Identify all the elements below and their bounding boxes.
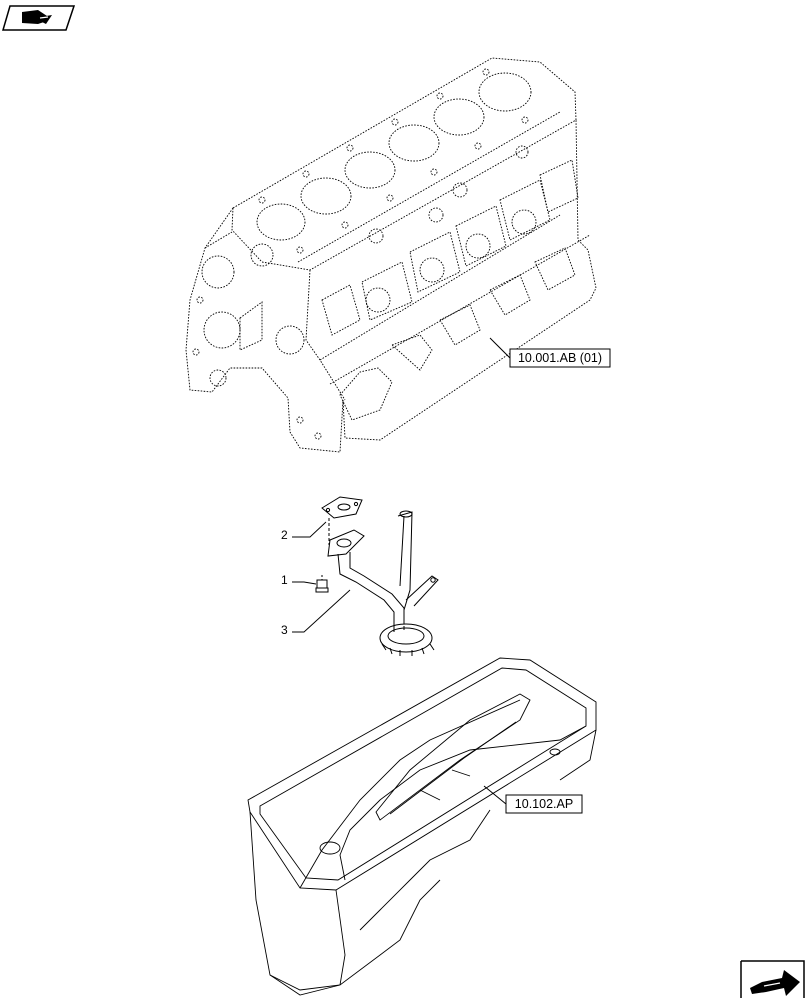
callout-1[interactable]: 1: [281, 573, 317, 587]
next-page-button[interactable]: [740, 960, 805, 1000]
oil-suction-pipe-part: [327, 510, 439, 656]
callout-3[interactable]: 3: [281, 589, 351, 637]
gasket-part: [321, 496, 363, 545]
engine-block-drawing: [185, 57, 597, 453]
callout-2[interactable]: 2: [281, 521, 327, 542]
engine-block-reference[interactable]: 10.001.AB (01): [489, 337, 611, 368]
previous-page-arrow-icon: [22, 10, 52, 24]
oil-pan-reference[interactable]: 10.102.AP: [483, 785, 583, 814]
callout-2-number: 2: [281, 528, 288, 542]
oil-pan-reference-label: 10.102.AP: [515, 797, 573, 811]
next-page-arrow-icon: [750, 970, 800, 996]
bolt-part: [315, 575, 329, 593]
callout-3-number: 3: [281, 623, 288, 637]
callout-1-number: 1: [281, 573, 288, 587]
previous-page-button[interactable]: [2, 5, 76, 31]
engine-block-reference-label: 10.001.AB (01): [518, 351, 602, 365]
oil-pan-drawing: [247, 657, 597, 996]
